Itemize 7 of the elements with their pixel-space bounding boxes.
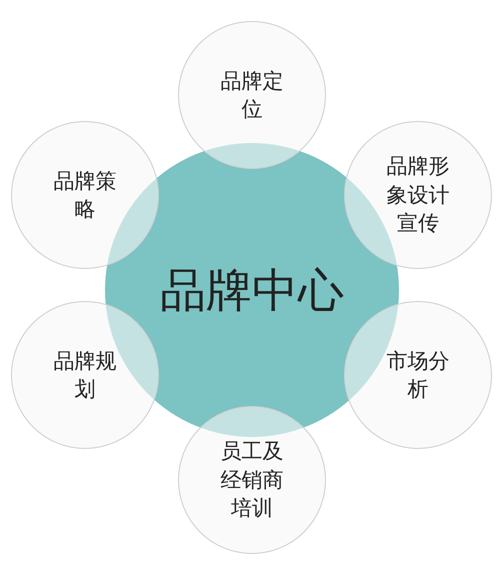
topic-label: 市场分析: [386, 348, 450, 403]
topic-label: 品牌策略: [52, 168, 118, 223]
topic-label: 员工及经销商培训: [220, 438, 284, 522]
topic-label: 品牌定位: [220, 68, 284, 123]
topic-label: 品牌规划: [52, 348, 118, 403]
center-title: 品牌中心: [160, 262, 344, 319]
topic-label: 品牌形象设计宣传: [386, 153, 450, 238]
